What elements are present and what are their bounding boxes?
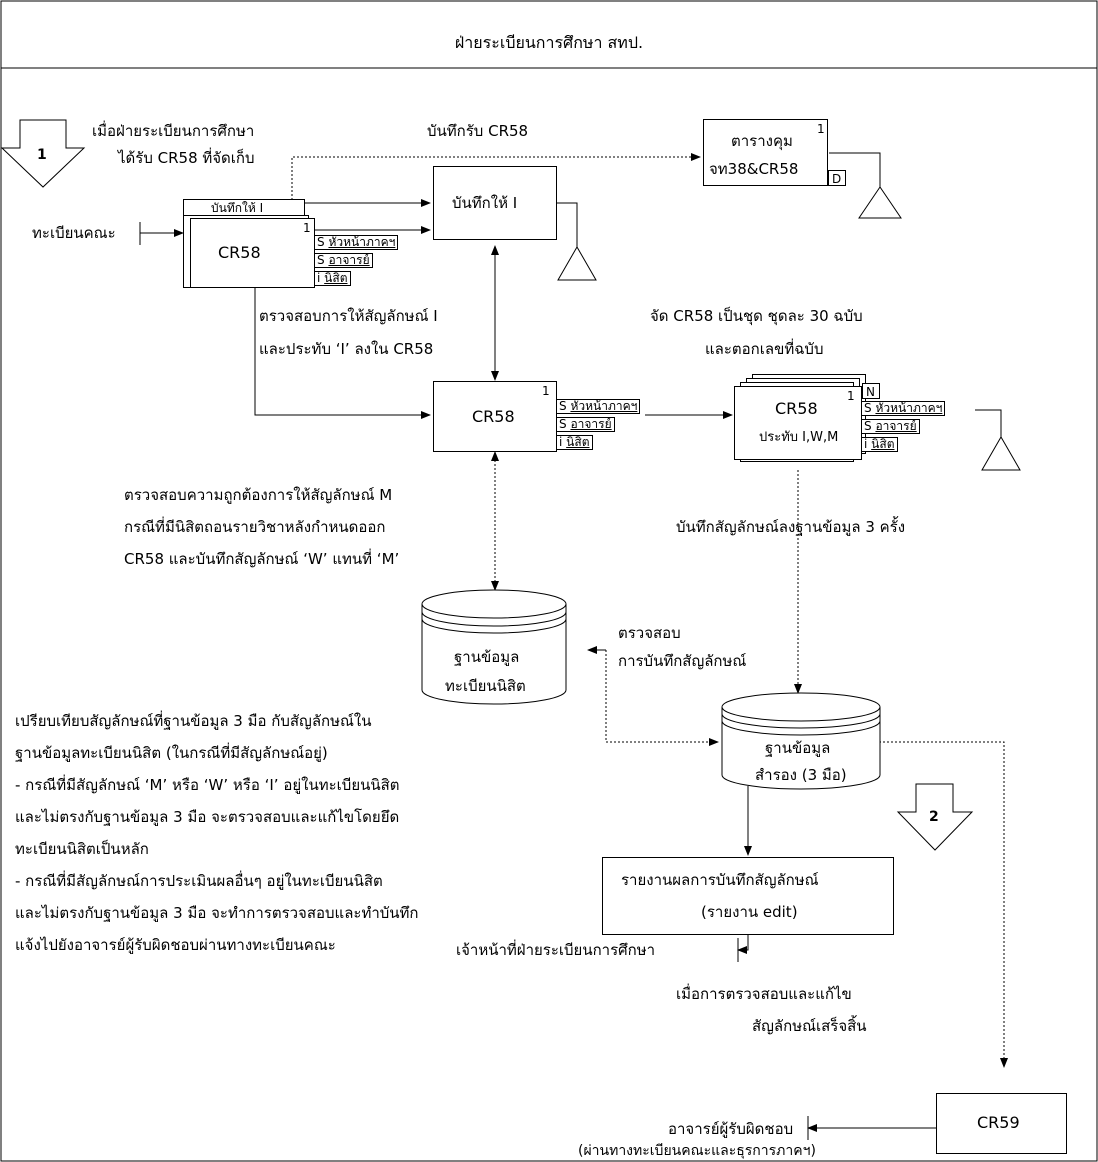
copy-student-b: i นิสิต (557, 435, 593, 450)
control-table-document: ตารางคุม จท38&CR58 1 (703, 119, 828, 186)
copy-teacher-c: S อาจารย์ (862, 419, 920, 434)
stamp-i-label: และประทับ ‘I’ ลงใน CR58 (259, 340, 434, 358)
record-3-label: บันทึกสัญลักษณ์ลงฐานข้อมูล 3 ครั้ง (676, 518, 906, 536)
start-connector-label: 1 (37, 147, 47, 163)
copy-head-c: S หัวหน้าภาคฯ (862, 401, 946, 416)
report-box: รายงานผลการบันทึกสัญลักษณ์ (รายงาน edit) (602, 857, 894, 935)
check-m-line3: CR58 และบันทึกสัญลักษณ์ ‘W’ แทนที่ ‘M’ (124, 550, 400, 568)
copy-student-a: i นิสิต (315, 271, 351, 286)
memo-box: บันทึกให้ I (433, 166, 557, 240)
copy-teacher-b: S อาจารย์ (557, 417, 615, 432)
verify-line1: ตรวจสอบ (618, 624, 681, 642)
verify-line2: การบันทึกสัญลักษณ์ (618, 652, 747, 670)
backup-db-line2: สำรอง (3 มือ) (755, 766, 847, 784)
copy-teacher-a: S อาจารย์ (315, 253, 373, 268)
end-connector-icon (896, 783, 974, 851)
end-connector-label: 2 (929, 809, 939, 825)
cr58-document-a: CR58 1 (190, 218, 315, 288)
start-connector-icon (0, 119, 86, 188)
copy-head-b: S หัวหน้าภาคฯ (557, 399, 641, 414)
backup-db-line1: ฐานข้อมูล (765, 739, 831, 757)
via-label: (ผ่านทางทะเบียนคณะและธุรการภาคฯ) (578, 1143, 816, 1159)
cr58-document-c: CR58 ประทับ I,W,M 1 (734, 386, 862, 460)
batch-label-1: จัด CR58 เป็นชุด ชุดละ 30 ฉบับ (650, 307, 863, 325)
memo-tab: บันทึกให้ I (183, 199, 305, 217)
cr59-box: CR59 (936, 1093, 1067, 1154)
cr58-batch-tag: N (862, 383, 880, 399)
file-triangle-1 (858, 186, 902, 219)
copy-head-a: S หัวหน้าภาคฯ (315, 235, 399, 250)
student-db-line2: ทะเบียนนิสิต (445, 677, 526, 695)
backup-database-cylinder (721, 692, 881, 790)
student-database-cylinder (421, 589, 567, 705)
file-triangle-3 (981, 435, 1021, 471)
done-line2: สัญลักษณ์เสร็จสิ้น (752, 1017, 867, 1035)
record-receive-label: บันทึกรับ CR58 (427, 122, 529, 140)
batch-label-2: และตอกเลขที่ฉบับ (705, 340, 824, 358)
control-table-tag: D (828, 170, 846, 186)
start-text-line1: เมื่อฝ่ายระเบียนการศึกษา (92, 122, 255, 140)
check-m-line1: ตรวจสอบความถูกต้องการให้สัญลักษณ์ M (124, 486, 393, 504)
copy-student-c: i นิสิต (862, 437, 898, 452)
officer-label: เจ้าหน้าที่ฝ่ายระเบียนการศึกษา (456, 941, 656, 959)
check-i-label: ตรวจสอบการให้สัญลักษณ์ I (259, 307, 438, 325)
cr58-document-b: CR58 1 (433, 381, 557, 452)
check-m-line2: กรณีที่มีนิสิตถอนรายวิชาหลังกำหนดออก (124, 518, 386, 536)
start-text-line2: ได้รับ CR58 ที่จัดเก็บ (118, 149, 255, 167)
student-db-line1: ฐานข้อมูล (454, 648, 520, 666)
file-triangle-2 (557, 245, 597, 281)
page-title: ฝ่ายระเบียนการศึกษา สทป. (454, 33, 644, 52)
done-line1: เมื่อการตรวจสอบและแก้ไข (676, 985, 852, 1003)
instructor-label: อาจารย์ผู้รับผิดชอบ (668, 1120, 794, 1138)
faculty-registrar-label: ทะเบียนคณะ (32, 224, 116, 242)
